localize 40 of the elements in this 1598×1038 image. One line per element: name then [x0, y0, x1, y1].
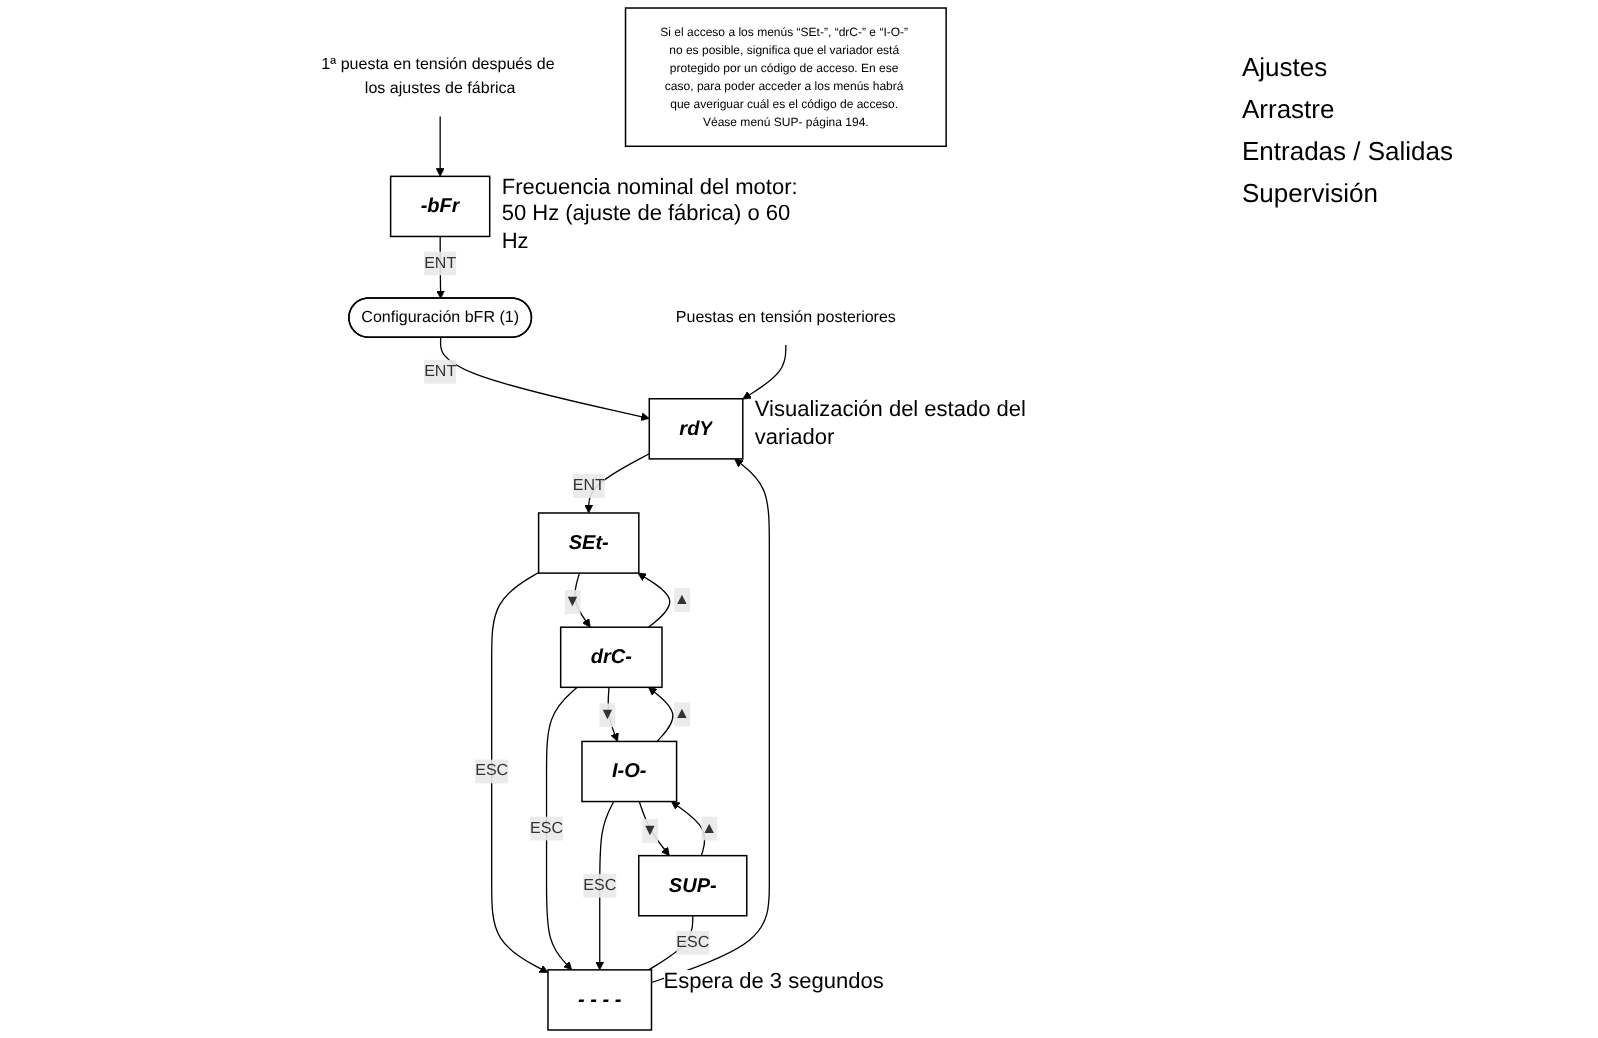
- edge-label: ESC: [583, 876, 617, 894]
- edge-label: ESC: [475, 762, 509, 780]
- node-caption: Espera de 3 segundos: [663, 969, 884, 997]
- arrow: [574, 572, 591, 628]
- node-box: SEt-: [537, 512, 640, 574]
- node-box: SUP-: [638, 854, 748, 917]
- node-box: -bFr: [389, 175, 491, 238]
- node-box: rdY: [648, 398, 744, 460]
- arrow: [648, 686, 674, 743]
- arrow: [595, 800, 615, 971]
- node-box: drC-: [559, 626, 663, 689]
- edge-label: ▲: [674, 705, 690, 723]
- arrow: [671, 801, 706, 857]
- menu-caption: Ajustes: [1242, 52, 1330, 82]
- arrow: [435, 115, 445, 177]
- edge-label: ENT: [424, 362, 457, 380]
- arrow: [436, 235, 445, 299]
- edge-label: ▲: [701, 819, 718, 837]
- arrow: [742, 344, 787, 400]
- arrow: [439, 337, 650, 421]
- node-text: 1ª puesta en tensión después de los ajustes de fábrica: [321, 56, 555, 98]
- arrow: [545, 686, 578, 971]
- arrow: [637, 572, 671, 628]
- edge-label: ▲: [674, 591, 690, 609]
- arrow: [491, 571, 549, 973]
- edge-label: ESC: [676, 933, 710, 951]
- edge-label: ENT: [424, 254, 457, 272]
- edge-label: ESC: [530, 819, 564, 837]
- arrow: [584, 453, 650, 514]
- edge-label: ▼: [599, 706, 616, 724]
- node-box: - - - -: [547, 969, 653, 1031]
- menu-caption: Arrastre: [1242, 94, 1337, 124]
- edge-label: ▼: [564, 593, 581, 611]
- menu-caption: Supervisión: [1242, 178, 1380, 208]
- node-text: Puestas en tensión posteriores: [675, 308, 896, 326]
- menu-caption: Entradas / Salidas: [1242, 136, 1456, 166]
- edge-label: ENT: [572, 476, 605, 494]
- node-box: I-O-: [581, 740, 678, 803]
- arrow: [638, 800, 670, 857]
- edge-label: ▼: [642, 821, 658, 839]
